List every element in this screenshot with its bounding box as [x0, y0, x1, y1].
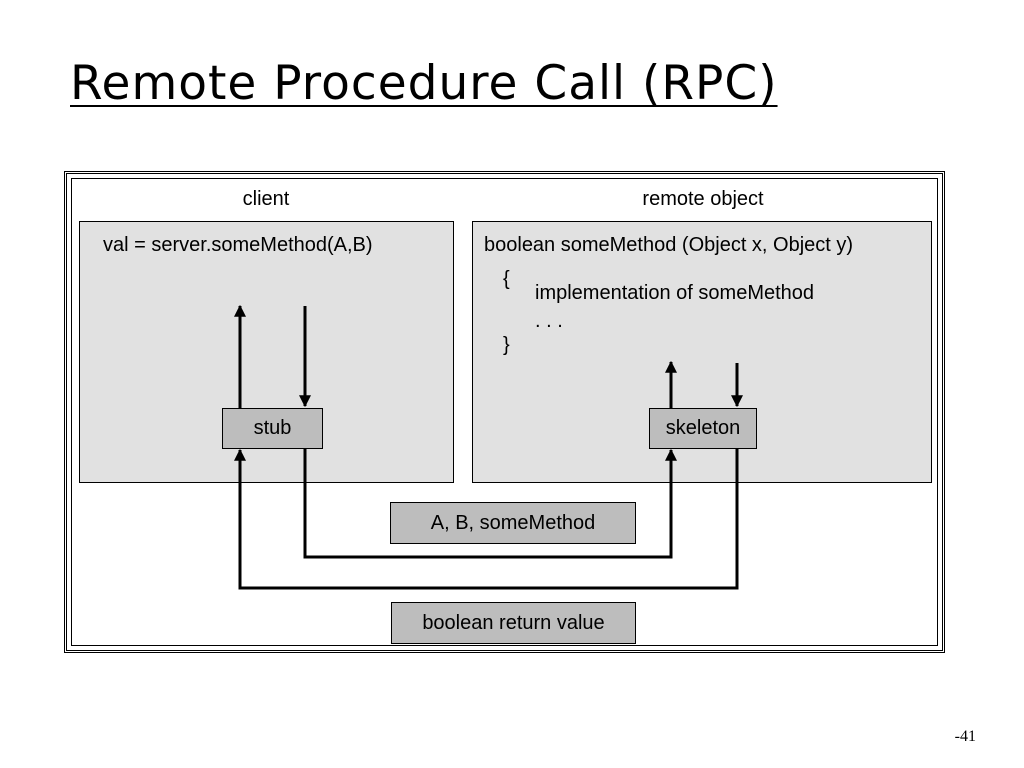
remote-method-signature: boolean someMethod (Object x, Object y)	[484, 234, 854, 256]
skeleton-box: skeleton	[649, 408, 757, 449]
request-message-box: A, B, someMethod	[390, 502, 636, 544]
response-path	[234, 448, 739, 590]
client-heading: client	[242, 188, 290, 210]
diagram-frame-inner	[71, 178, 938, 646]
page-number: -41	[954, 728, 976, 745]
open-brace: {	[503, 268, 510, 290]
client-call-code: val = server.someMethod(A,B)	[103, 234, 373, 256]
implementation-text: implementation of someMethod	[535, 282, 815, 304]
request-path	[303, 448, 677, 559]
remote-object-heading: remote object	[642, 188, 764, 210]
diagram-frame	[64, 171, 945, 653]
close-brace: }	[503, 334, 510, 356]
ellipsis-text: . . .	[535, 310, 563, 332]
response-message-box: boolean return value	[391, 602, 636, 644]
slide-title: Remote Procedure Call (RPC)	[70, 56, 778, 111]
stub-box: stub	[222, 408, 323, 449]
